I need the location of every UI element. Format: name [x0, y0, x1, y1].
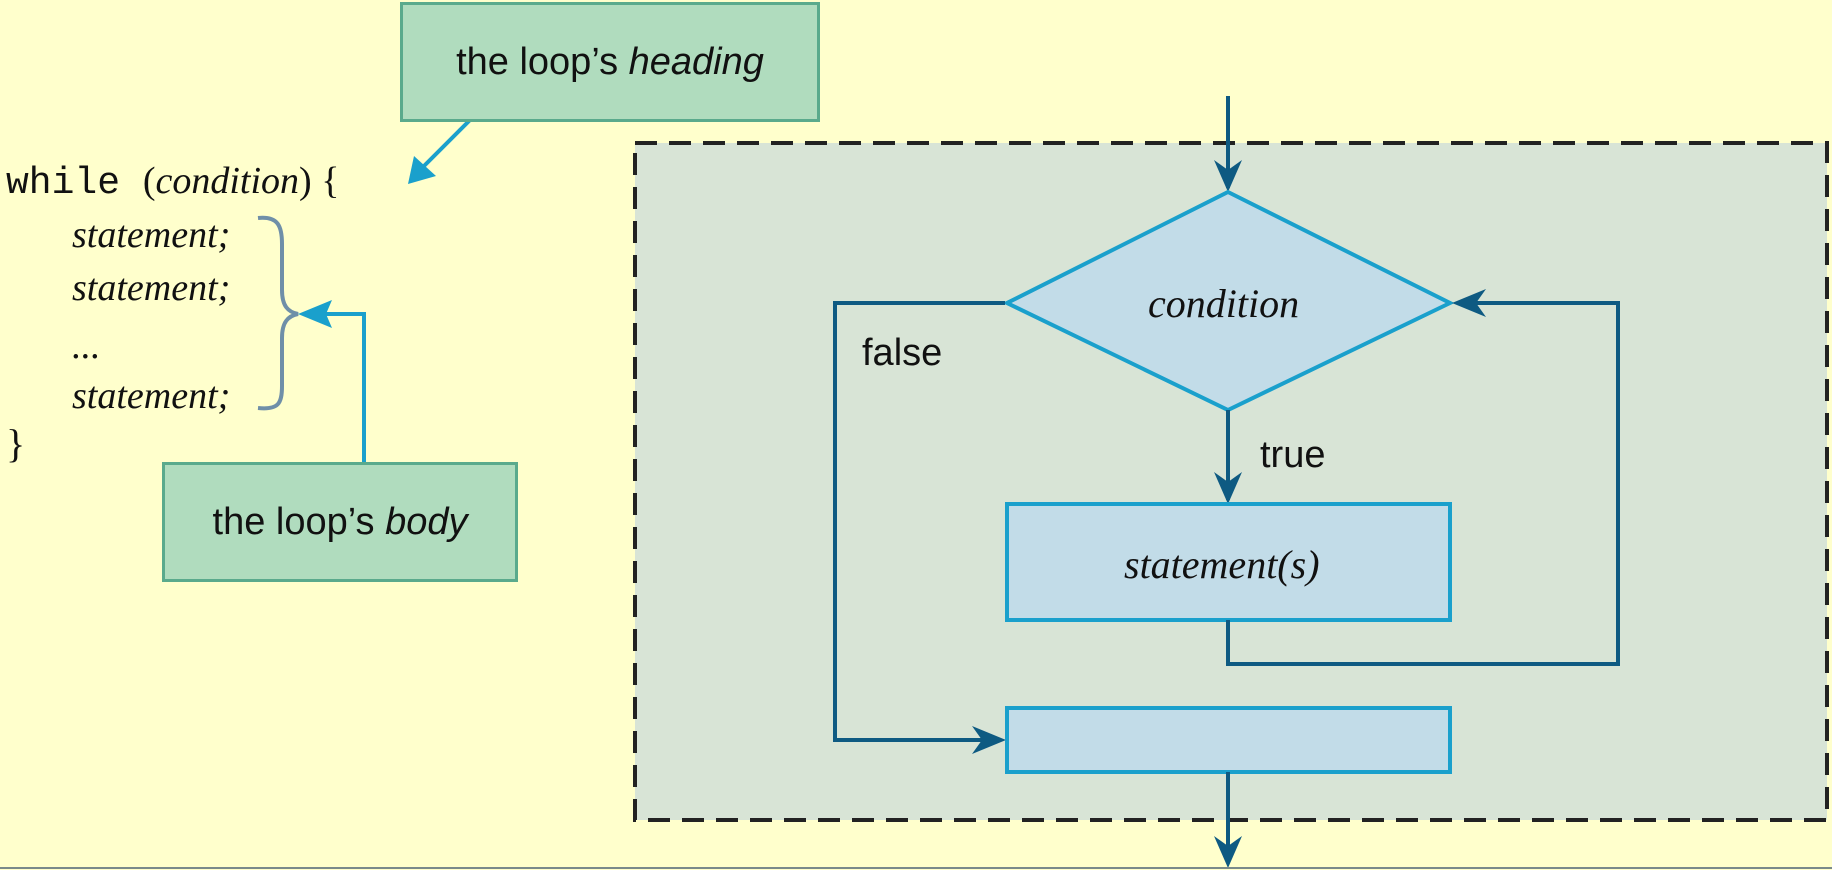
heading-callout-arrow-head [408, 156, 436, 184]
closing-brace: } [6, 421, 26, 466]
close-paren-brace: ) { [299, 160, 340, 202]
statement-ellipsis: ... [72, 325, 101, 367]
body-brace [257, 215, 299, 411]
false-label: false [862, 332, 943, 374]
statements-label: statement(s) [1124, 542, 1320, 587]
while-heading-line: while (condition) { [6, 162, 339, 203]
true-label: true [1260, 434, 1326, 476]
heading-callout-prefix: the loop’s [456, 40, 629, 83]
statements-box [1005, 502, 1452, 622]
false-line [833, 301, 1005, 742]
body-callout-arrow-head [298, 300, 332, 328]
exit-arrow-head [1214, 836, 1242, 868]
statement-line-3: statement; [72, 375, 231, 417]
while-keyword: while [6, 162, 121, 205]
condition-placeholder: condition [155, 160, 300, 202]
heading-callout-emphasis: heading [628, 40, 764, 83]
next-statement-box [1005, 706, 1452, 774]
true-arrow-head [1214, 472, 1242, 504]
heading-callout-arrow [416, 118, 472, 174]
body-callout-arrow [320, 312, 366, 462]
body-callout: the loop’s body [162, 462, 518, 582]
body-callout-emphasis: body [385, 500, 468, 543]
open-paren: ( [142, 160, 156, 202]
statement-line-2: statement; [72, 267, 231, 309]
body-callout-prefix: the loop’s [212, 500, 386, 543]
loop-back-line [1226, 301, 1620, 666]
decision-label: condition [1148, 281, 1300, 326]
false-arrow-head [972, 726, 1006, 754]
loop-back-arrow-head [1452, 289, 1486, 317]
entry-arrow-head [1214, 160, 1242, 192]
statement-line-1: statement; [72, 214, 231, 256]
heading-callout: the loop’s heading [400, 2, 820, 122]
